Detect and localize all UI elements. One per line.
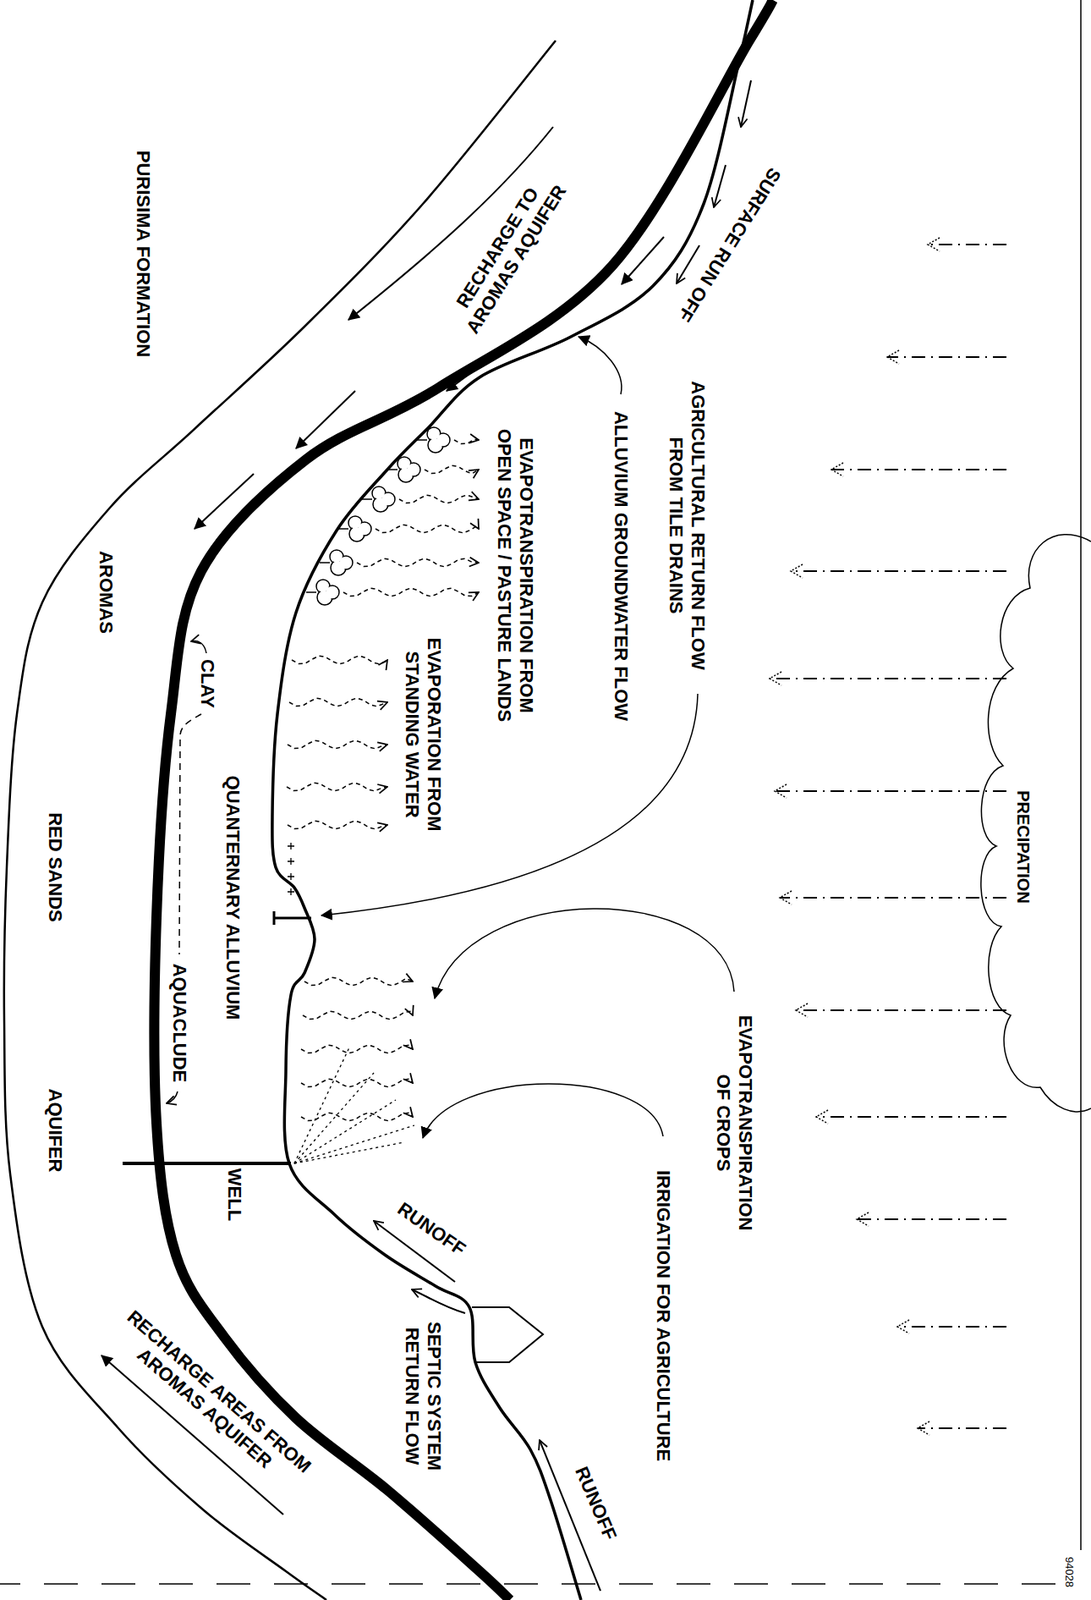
precipitation-arrow <box>769 677 1007 680</box>
precipitation-arrow <box>897 1325 1007 1327</box>
aquaclude-pointer <box>166 1091 178 1103</box>
precipitation-arrow <box>779 896 1007 899</box>
clay-dashed-line <box>179 713 202 954</box>
evaporation-squiggle <box>291 655 388 664</box>
diagram-label: AGRICULTURAL RETURN FLOW FROM TILE DRAIN… <box>664 379 710 672</box>
tree-trunk <box>306 591 317 593</box>
irrigation-spray <box>294 1124 415 1163</box>
leader-line <box>422 1083 664 1138</box>
septic-arrow <box>411 1288 466 1313</box>
precipitation-arrowhead <box>831 462 844 477</box>
clay-pointer <box>191 641 207 653</box>
precipitation-arrow <box>790 570 1007 572</box>
diagram-label: 94028 <box>1062 1556 1076 1587</box>
evaporation-squiggle <box>399 494 479 504</box>
diagram-label: AQUIFER <box>43 1088 66 1173</box>
diagram-label: IRRIGATION FOR AGRICULTURE <box>652 1169 675 1461</box>
diagram-label: EVAPOTRANSPIRATION OF CROPS <box>712 1013 757 1233</box>
tree-crown-fill <box>358 522 371 535</box>
leader-line <box>321 693 698 916</box>
diagram-label: AQUACLUDE <box>168 963 191 1083</box>
leader-line <box>578 336 622 395</box>
leader-line <box>434 908 735 998</box>
precipitation-arrowhead <box>816 1109 828 1124</box>
tree-trunk <box>338 527 349 530</box>
evaporation-squiggle <box>302 1010 413 1020</box>
precipitation-arrowhead <box>769 671 782 686</box>
standing-water-mark <box>287 888 295 895</box>
evaporation-squiggle <box>304 976 413 986</box>
diagram-label: ALLUVIUM GROUNDWATER FLOW <box>609 411 632 721</box>
evaporation-squiggle <box>286 782 388 791</box>
irrigation-spray <box>294 1141 405 1163</box>
precipitation-arrow <box>927 243 1007 246</box>
diagram-label: WELL <box>223 1167 246 1221</box>
tree-trunk <box>387 468 398 471</box>
evaporation-squiggle <box>454 438 479 444</box>
diagram-label: SURFACE RUN OFF <box>672 163 785 325</box>
tree-crown-fill <box>382 493 395 505</box>
evaporation-squiggle <box>375 524 479 533</box>
tree-crown-fill <box>339 556 352 569</box>
precipitation-arrowhead <box>790 564 803 578</box>
house <box>471 1306 543 1362</box>
diagram-label: EVAPORATION FROM STANDING WATER <box>400 635 446 834</box>
evaporation-squiggle <box>424 465 479 474</box>
tree-trunk <box>361 498 373 500</box>
diagram-label: QUANTERNARY ALLUVIUM <box>221 775 244 1020</box>
diagram-label: AROMAS <box>94 550 117 634</box>
precipitation-arrowhead <box>897 1319 910 1333</box>
tree-trunk <box>319 561 330 564</box>
cloud <box>981 534 1091 1112</box>
precipitation-arrowhead <box>779 890 792 905</box>
precipitation-arrowhead <box>856 1211 869 1226</box>
irrigation-spray <box>294 1099 396 1163</box>
diagram-label: RUNOFF <box>570 1463 621 1544</box>
evaporation-squiggle <box>289 697 388 707</box>
frame-dashed-line <box>0 1582 1056 1585</box>
runoff-arrow <box>713 164 726 208</box>
generated-strokes <box>4 0 1007 1600</box>
runoff-arrow <box>740 80 752 127</box>
precipitation-arrowhead <box>795 1003 808 1017</box>
precipitation-arrow <box>795 1008 1007 1011</box>
evaporation-squiggle <box>287 740 388 749</box>
precipitation-arrowhead <box>927 237 940 252</box>
evaporation-squiggle <box>287 820 388 829</box>
ground-surface <box>272 0 753 1600</box>
clay-aquaclude-layer <box>154 0 774 1600</box>
diagram-label: RED SANDS <box>43 811 66 922</box>
evaporation-squiggle <box>356 558 479 567</box>
precipitation-arrowhead <box>917 1420 930 1435</box>
diagram-label: CLAY <box>196 658 219 708</box>
tree-crown-fill <box>326 586 339 598</box>
evaporation-squiggle <box>301 1078 413 1087</box>
tree-crown-fill <box>407 463 420 476</box>
tree-trunk <box>416 438 428 441</box>
irrigation-spray <box>294 1045 351 1163</box>
precipitation-arrow <box>917 1426 1007 1429</box>
precipitation-arrow <box>887 356 1007 358</box>
evaporation-squiggle <box>343 587 479 597</box>
diagram-label: RUNOFF <box>393 1197 470 1261</box>
precipitation-arrow <box>831 468 1007 471</box>
precipitation-arrow <box>816 1115 1007 1118</box>
standing-water-mark <box>287 857 295 865</box>
precipitation-arrow <box>774 789 1007 792</box>
precipitation-arrow <box>856 1217 1007 1220</box>
frame-line <box>1080 0 1082 1550</box>
evaporation-squiggle <box>301 1044 413 1053</box>
well <box>122 1161 291 1165</box>
tree-crown-fill <box>437 433 450 446</box>
precipitation-arrowhead <box>887 350 900 364</box>
standing-water-mark <box>287 872 295 880</box>
standing-water-mark <box>287 842 295 850</box>
irrigation-spray <box>294 1072 374 1163</box>
diagram-label: PRECIPATION <box>1013 789 1034 904</box>
precipitation-arrowhead <box>774 783 787 798</box>
diagram-label: EVAPOTRANSPIRATION FROM OPEN SPACE / PAS… <box>493 427 538 724</box>
diagram-label: SEPTIC SYSTEM RETURN FLOW <box>400 1319 446 1472</box>
diagram-label: PURISIMA FORMATION <box>131 150 154 357</box>
